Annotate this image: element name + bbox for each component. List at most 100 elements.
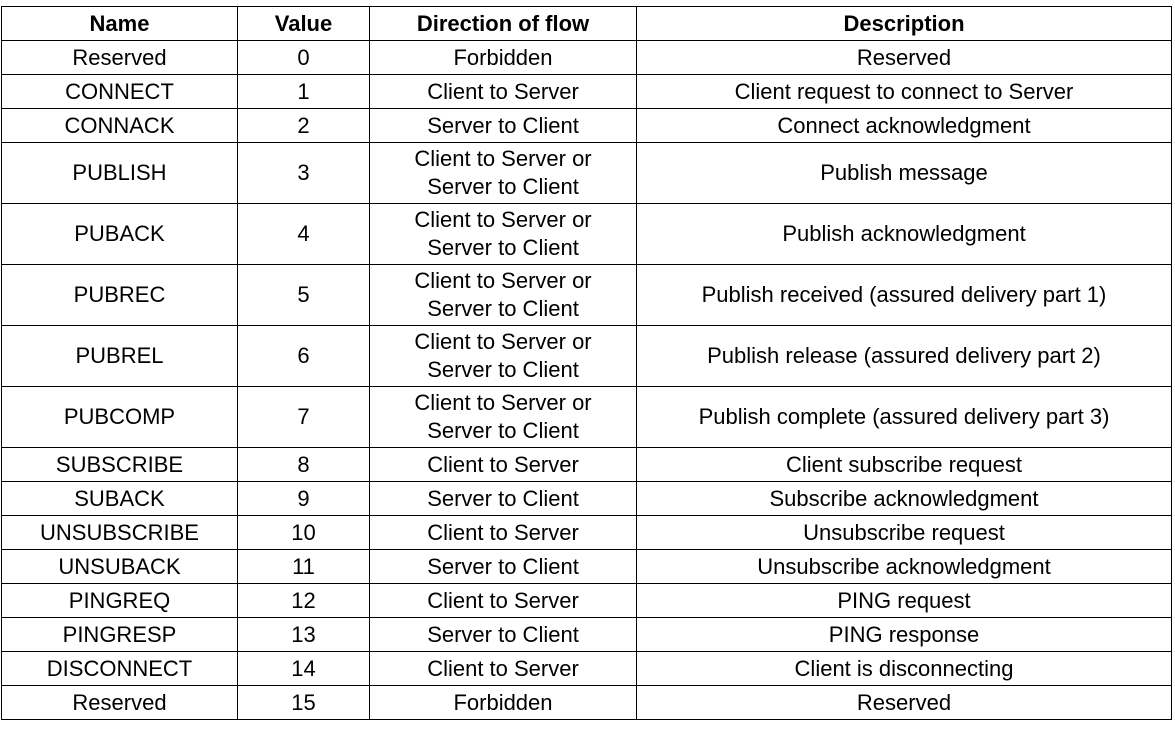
cell-description: Subscribe acknowledgment <box>636 481 1172 516</box>
cell-value: 14 <box>237 651 370 686</box>
cell-value: 4 <box>237 203 370 265</box>
cell-direction-text: Client to Server or Server to Client <box>414 268 592 321</box>
cell-value: 13 <box>237 617 370 652</box>
cell-description: Client is disconnecting <box>636 651 1172 686</box>
cell-value: 8 <box>237 447 370 482</box>
cell-description: PING response <box>636 617 1172 652</box>
cell-value: 6 <box>237 325 370 387</box>
cell-name: UNSUBACK <box>1 549 238 584</box>
header-row: Name Value Direction of flow Description <box>1 6 1172 41</box>
cell-description: Publish message <box>636 142 1172 204</box>
cell-description-text: Client request to connect to Server <box>734 78 1074 104</box>
table-row: PUBACK 4 Client to Server or Server to Cli… <box>1 203 1172 265</box>
cell-name: DISCONNECT <box>1 651 238 686</box>
cell-direction: Client to Server or Server to Client <box>369 203 637 265</box>
cell-value-text: 8 <box>297 451 310 477</box>
cell-name-text: CONNACK <box>64 112 175 138</box>
cell-name-text: PUBACK <box>74 221 165 246</box>
cell-name: PUBLISH <box>1 142 238 204</box>
cell-name-text: PUBREL <box>75 343 164 368</box>
cell-name: SUBACK <box>1 481 238 516</box>
cell-description: Reserved <box>636 685 1172 720</box>
cell-direction: Server to Client <box>369 108 637 143</box>
cell-value-text: 10 <box>291 519 316 545</box>
cell-name: PUBCOMP <box>1 386 238 448</box>
cell-description: Publish acknowledgment <box>636 203 1172 265</box>
cell-value-text: 11 <box>292 553 315 579</box>
cell-direction-text: Client to Server or Server to Client <box>414 329 592 382</box>
cell-name-text: PUBLISH <box>72 160 167 185</box>
cell-direction-text: Client to Server <box>427 519 579 545</box>
cell-description: PING request <box>636 583 1172 618</box>
table-row: UNSUBACK 11 Server to Client Unsubscribe ac… <box>1 549 1172 584</box>
table-row: SUBACK 9 Server to Client Subscribe acknowl… <box>1 481 1172 516</box>
cell-direction: Client to Server <box>369 583 637 618</box>
cell-direction-text: Server to Client <box>427 112 579 138</box>
cell-direction: Forbidden <box>369 40 637 75</box>
cell-name: PUBACK <box>1 203 238 265</box>
cell-value-text: 0 <box>297 44 310 70</box>
cell-name: CONNECT <box>1 74 238 109</box>
cell-description-text: Unsubscribe request <box>803 519 1005 545</box>
cell-description-text: Subscribe acknowledgment <box>769 485 1039 511</box>
table-row: PINGRESP 13 Server to Client PING response <box>1 617 1172 652</box>
cell-name: CONNACK <box>1 108 238 143</box>
cell-value: 3 <box>237 142 370 204</box>
cell-direction-text: Server to Client <box>427 621 579 647</box>
cell-direction: Server to Client <box>369 549 637 584</box>
header-value: Value <box>237 6 370 41</box>
cell-value: 0 <box>237 40 370 75</box>
cell-description-text: Publish complete (assured delivery part … <box>698 404 1110 429</box>
cell-value: 9 <box>237 481 370 516</box>
cell-description-text: Publish release (assured delivery part 2… <box>707 343 1101 368</box>
cell-name-text: PINGREQ <box>68 587 171 613</box>
cell-description-text: Publish acknowledgment <box>782 221 1026 246</box>
cell-description-text: Client subscribe request <box>785 451 1022 477</box>
control-packet-table: Name Value Direction of flow Description… <box>1 6 1172 720</box>
cell-direction-text: Client to Server or Server to Client <box>414 146 592 199</box>
cell-name: Reserved <box>1 40 238 75</box>
cell-description: Client request to connect to Server <box>636 74 1172 109</box>
cell-value: 12 <box>237 583 370 618</box>
cell-name: Reserved <box>1 685 238 720</box>
cell-name-text: CONNECT <box>65 78 174 104</box>
cell-name: SUBSCRIBE <box>1 447 238 482</box>
cell-value-text: 1 <box>297 78 310 104</box>
cell-description: Publish release (assured delivery part 2… <box>636 325 1172 387</box>
cell-description: Unsubscribe acknowledgment <box>636 549 1172 584</box>
cell-value: 2 <box>237 108 370 143</box>
cell-direction-text: Forbidden <box>453 689 553 715</box>
cell-description-text: PING response <box>828 621 980 647</box>
cell-value-text: 3 <box>297 160 310 185</box>
cell-name-text: PINGRESP <box>62 621 177 647</box>
cell-description: Reserved <box>636 40 1172 75</box>
cell-direction: Client to Server or Server to Client <box>369 325 637 387</box>
cell-value-text: 5 <box>297 282 310 307</box>
cell-value-text: 4 <box>297 221 310 246</box>
cell-description: Publish received (assured delivery part … <box>636 264 1172 326</box>
cell-value-text: 9 <box>297 485 310 511</box>
cell-value: 7 <box>237 386 370 448</box>
cell-description-text: Reserved <box>856 44 952 70</box>
cell-description-text: Unsubscribe acknowledgment <box>757 553 1051 579</box>
cell-direction-text: Client to Server <box>427 655 579 681</box>
cell-name-text: SUBACK <box>74 485 165 511</box>
cell-value-text: 6 <box>297 343 310 368</box>
cell-description: Unsubscribe request <box>636 515 1172 550</box>
cell-direction: Forbidden <box>369 685 637 720</box>
table-row: PUBREL 6 Client to Server or Server to Cli… <box>1 325 1172 387</box>
cell-direction: Server to Client <box>369 481 637 516</box>
cell-description-text: Publish received (assured delivery part … <box>701 282 1107 307</box>
cell-value-text: 13 <box>291 621 316 647</box>
cell-name-text: Reserved <box>72 689 167 715</box>
cell-value: 1 <box>237 74 370 109</box>
cell-direction-text: Server to Client <box>427 553 579 579</box>
header-direction: Direction of flow <box>369 6 637 41</box>
cell-value-text: 2 <box>297 112 310 138</box>
cell-direction: Client to Server <box>369 515 637 550</box>
